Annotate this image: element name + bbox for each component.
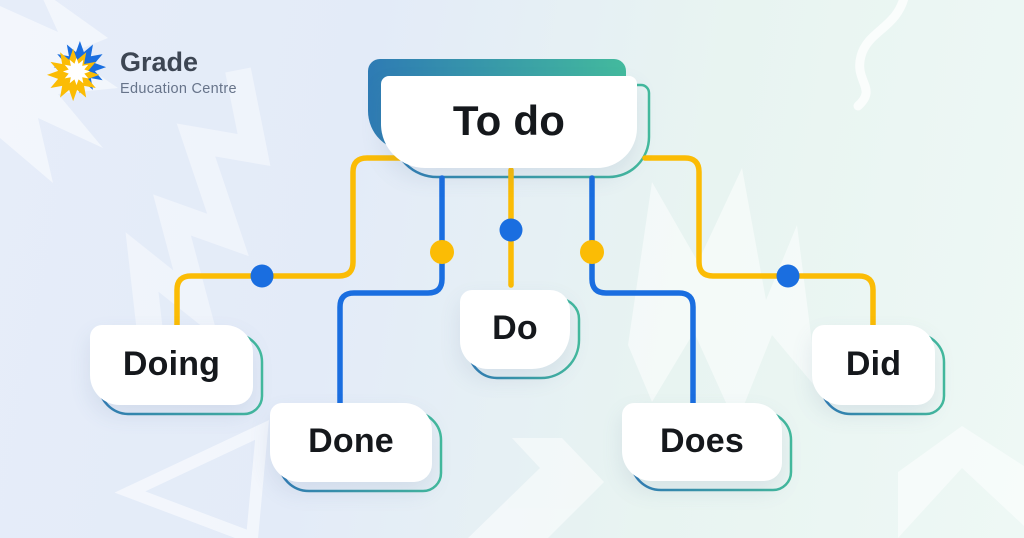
node-to-do: To do [381,76,637,168]
chevron-shape-bottom-center [468,438,604,538]
triangle-shape-bottom-left [114,420,269,538]
brand-tagline: Education Centre [120,81,237,98]
node-did-label: Did [845,344,902,383]
node-does: Does [622,403,782,481]
node-done-label: Done [308,422,394,460]
node-did: Did [812,325,935,405]
node-do: Do [460,290,570,369]
junction-dot-blue-center [499,218,523,242]
node-does-label: Does [660,421,744,460]
node-doing-label: Doing [122,344,221,383]
node-to-do-label: To do [452,97,566,144]
connector-does [589,175,696,411]
connector-did [642,155,876,333]
node-do-label: Do [492,309,538,347]
brand-name: Grade [120,47,199,77]
junction-dot-blue-right [776,264,800,288]
squiggle-shape-top-right [853,0,908,111]
node-doing: Doing [90,325,253,405]
zigzag-shape-center-left [125,67,271,352]
starburst-logo-icon [46,41,107,102]
chevron-shape-bottom-right [898,426,1024,538]
burst-shape-top-left [0,0,118,183]
junction-dot-yellow-left [430,240,454,264]
node-done: Done [270,403,432,482]
brand-logo: Grade Education Centre [46,40,237,104]
connector-doing [174,155,403,333]
junction-dot-blue-left [250,264,274,288]
mountain-shape-center-right [628,168,818,425]
connector-done [337,175,445,411]
junction-dot-yellow-right [580,240,604,264]
